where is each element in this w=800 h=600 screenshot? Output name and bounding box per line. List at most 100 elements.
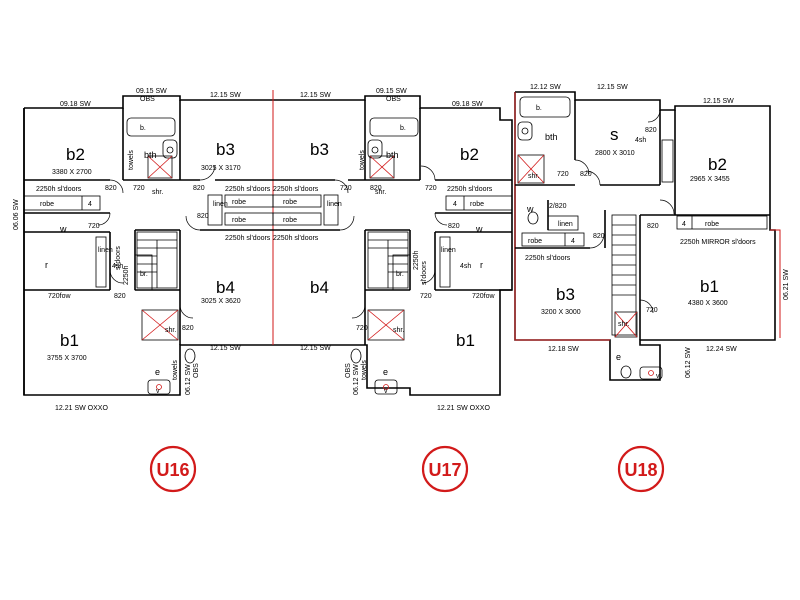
door-size: 720fow [48, 293, 72, 300]
room-name: 4sh [460, 263, 471, 270]
window-label: 12.15 SW [210, 92, 241, 99]
door-size: 820 [647, 223, 659, 230]
door-size: 820 [580, 171, 592, 178]
unit-badge-label: U16 [156, 460, 189, 480]
fixture-label: robe [470, 201, 484, 208]
door-size: 2/820 [549, 203, 567, 210]
u18-walls [514, 91, 781, 381]
room-dimension: 4380 X 3600 [688, 300, 728, 307]
fixture-label: robe [232, 199, 246, 206]
u16-robes [23, 194, 274, 291]
door-label: 2250h sl'doors [447, 186, 493, 193]
room-name: w [526, 204, 534, 214]
room-name: b3 [310, 140, 329, 159]
fixture-label: 4 [571, 238, 575, 245]
window-label: 09.15 SW [136, 88, 167, 95]
door-size: 720 [88, 223, 100, 230]
door-size: 820 [448, 223, 460, 230]
door-size: 720 [133, 185, 145, 192]
fixture-label: towels [128, 150, 135, 170]
door-label: sl'doors [115, 246, 122, 270]
u18-bath-fixtures [517, 96, 663, 380]
window-label: 12.18 SW [548, 346, 579, 353]
door-size: 820 [645, 127, 657, 134]
annotation-labels: 09.18 SW 09.15 SW OBS 12.15 SW 12.15 SW … [13, 84, 790, 412]
door-label: 2250h MIRROR sl'doors [680, 239, 756, 246]
room-name: b4 [216, 278, 235, 297]
u18-robes [521, 139, 768, 247]
door-size: 720 [356, 325, 368, 332]
window-label: OBS [140, 96, 155, 103]
unit-badge-u17: U17 [421, 445, 469, 493]
outer-walls-u16-u17 [23, 95, 513, 396]
room-dimension: 2965 X 3455 [690, 176, 730, 183]
room-name: bth [144, 150, 157, 160]
window-label: 06.06 SW [13, 199, 20, 230]
room-dimension: 3200 X 3000 [541, 309, 581, 316]
door-label: 2250h sl'doors [225, 186, 271, 193]
u16-interior-walls [24, 100, 273, 345]
room-name: b3 [216, 140, 235, 159]
fixture-label: shr. [393, 327, 404, 334]
room-name: e [155, 367, 160, 377]
u16-bath-fixtures [126, 117, 196, 395]
room-name: s [610, 125, 619, 144]
window-label: 12.15 SW [300, 92, 331, 99]
door-size: 820 [105, 185, 117, 192]
room-name: b2 [66, 145, 85, 164]
fixture-label: shr. [152, 189, 163, 196]
door-size: 720 [557, 171, 569, 178]
u17-stairs [367, 231, 409, 289]
fixture-label: 4 [682, 221, 686, 228]
room-name: b4 [310, 278, 329, 297]
window-label: 09.18 SW [60, 101, 91, 108]
window-label: 09.15 SW [376, 88, 407, 95]
door-size: 720 [420, 293, 432, 300]
door-label: 2250h sl'doors [525, 255, 571, 262]
u18-stairs [611, 214, 637, 336]
door-size: 720fow [472, 293, 496, 300]
fixture-label: towels [359, 150, 366, 170]
fixture-label: towels [172, 360, 179, 380]
unit-badge-u16: U16 [149, 445, 197, 493]
u17-interior-walls [273, 100, 512, 345]
window-label: 06.12 SW [185, 364, 192, 395]
fixture-label: b. [140, 125, 146, 132]
fixture-label: robe [283, 199, 297, 206]
fixture-label: shr. [165, 327, 176, 334]
door-label: 2250h sl'doors [273, 235, 319, 242]
window-label: OBS [345, 363, 352, 378]
fixture-label: 4 [453, 201, 457, 208]
door-label: 2250h sl'doors [273, 186, 319, 193]
fixture-label: linen [213, 201, 228, 208]
fixture-label: v [156, 388, 160, 395]
fixture-label: v [384, 388, 388, 395]
room-name: b1 [456, 331, 475, 350]
room-name: b2 [460, 145, 479, 164]
fixture-label: br. [396, 271, 404, 278]
door-swings [97, 109, 675, 319]
unit-badge-u18: U18 [617, 445, 665, 493]
door-label: 2250h sl'doors [225, 235, 271, 242]
room-name: b1 [60, 331, 79, 350]
u16-stairs [136, 231, 178, 289]
door-label: sl'doors [421, 261, 428, 285]
window-label: 12.15 SW [210, 345, 241, 352]
window-label: OBS [386, 96, 401, 103]
door-size: 720 [646, 307, 658, 314]
fixture-label: linen [98, 247, 113, 254]
room-dimension: 3025 X 3170 [201, 165, 241, 172]
fixture-label: robe [40, 201, 54, 208]
fixture-label: linen [441, 247, 456, 254]
door-size: 820 [197, 213, 209, 220]
fixture-label: linen [327, 201, 342, 208]
door-size: 820 [114, 293, 126, 300]
fixture-label: b. [536, 105, 542, 112]
fixture-label: robe [528, 238, 542, 245]
fixture-label: b. [400, 125, 406, 132]
fixture-label: shr. [618, 321, 629, 328]
door-size: 820 [593, 233, 605, 240]
door-label: 2250h [123, 265, 130, 285]
room-name: r [480, 260, 483, 270]
